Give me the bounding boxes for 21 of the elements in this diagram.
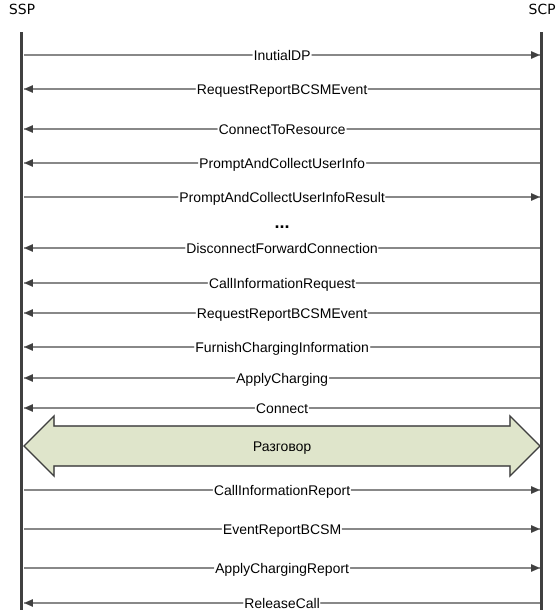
edge-label: Разговор: [252, 438, 312, 454]
edge-label: Connect: [254, 400, 310, 416]
edge-label: ApplyCharging: [235, 370, 329, 386]
participant-label: SSP: [8, 2, 36, 18]
double-block-arrow: [22, 414, 542, 478]
edge-label: InutialDP: [252, 47, 312, 63]
edge-label: PromptAndCollectUserInfoResult: [178, 189, 386, 205]
edge-label: ApplyChargingReport: [214, 560, 350, 576]
edge-label: CallInformationRequest: [208, 275, 356, 291]
arrow: [24, 404, 540, 412]
arrow: [24, 51, 540, 59]
edge-label: CallInformationReport: [212, 482, 352, 498]
participant-label: SCP: [528, 2, 556, 18]
edge-label: FurnishChargingInformation: [194, 339, 370, 355]
edge-label: EventReportBCSM: [222, 521, 342, 537]
edge-label: RequestReportBCSMEvent: [196, 305, 368, 321]
edge-label: ReleaseCall: [243, 595, 321, 611]
edge-label: ConnectToResource: [218, 121, 346, 137]
edge-label: DisconnectForwardConnection: [185, 240, 379, 256]
edge-label: PromptAndCollectUserInfo: [198, 155, 366, 171]
edge-label: RequestReportBCSMEvent: [196, 81, 368, 97]
